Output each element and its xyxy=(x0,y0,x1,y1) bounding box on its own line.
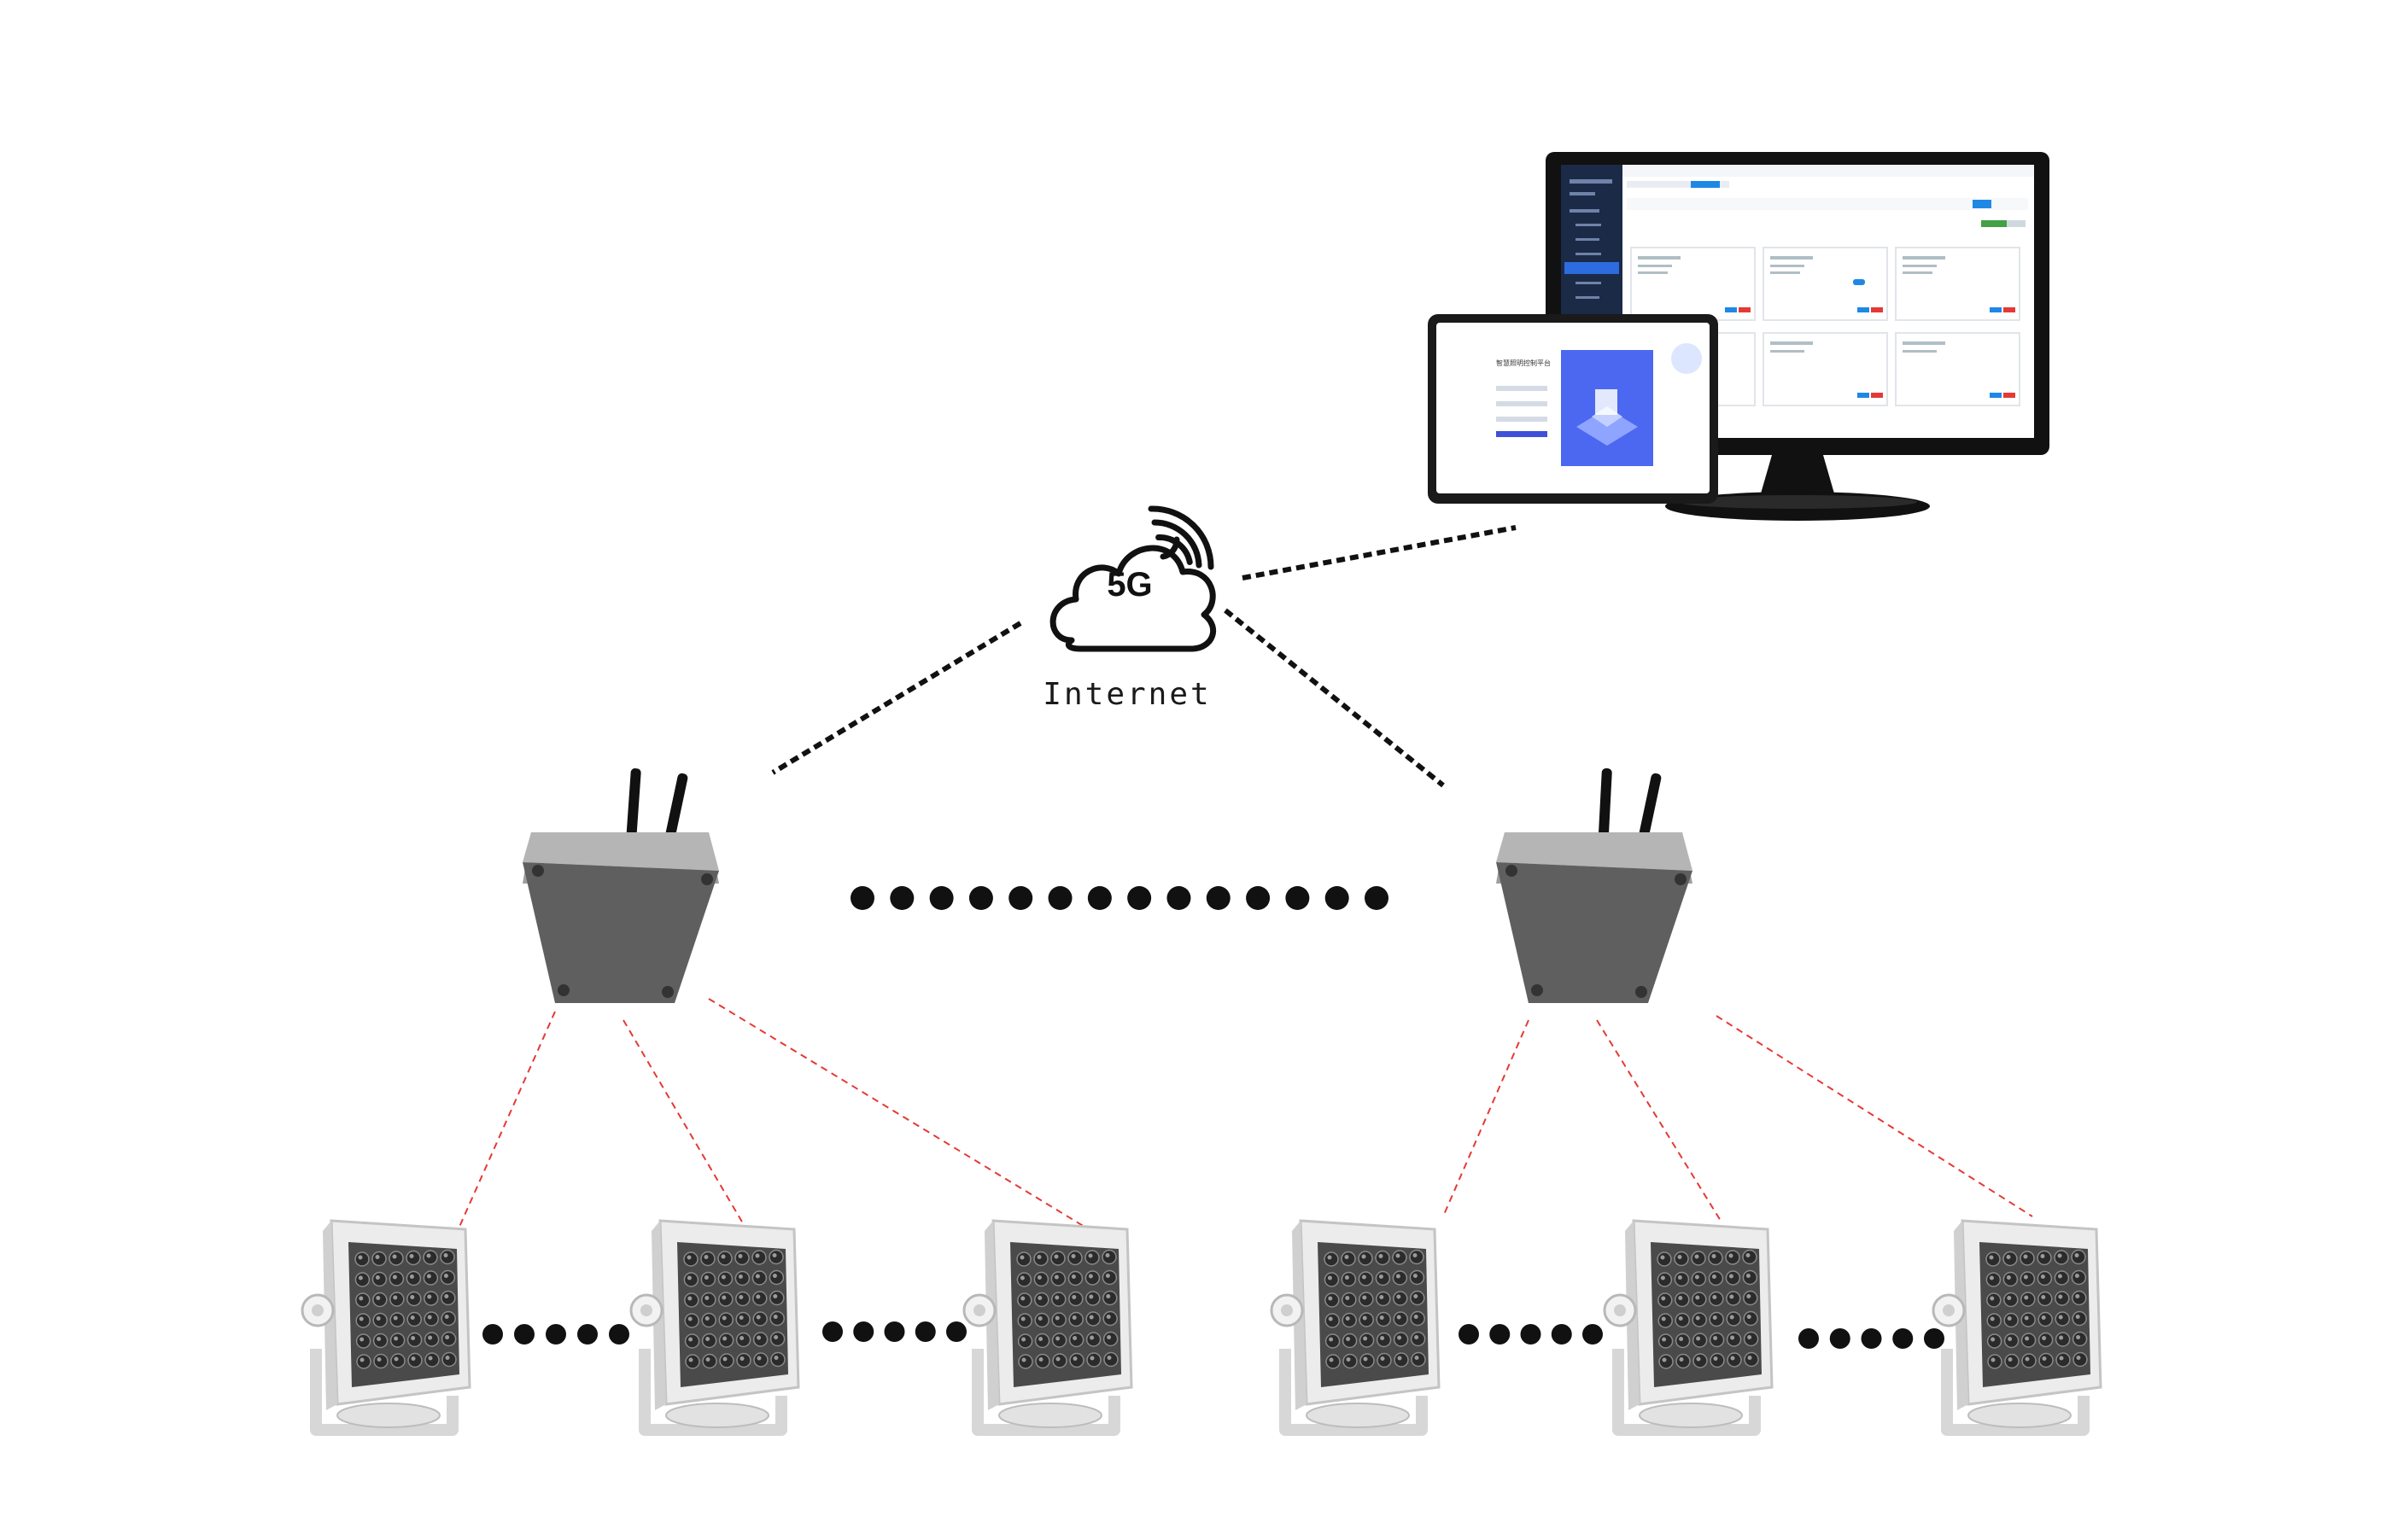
gateway-ellipsis xyxy=(851,886,1388,910)
dot xyxy=(884,1321,905,1342)
dot xyxy=(609,1324,629,1345)
ir-lamp-icon-1 xyxy=(301,1219,471,1436)
ir-lamp-icon-4 xyxy=(1270,1219,1441,1436)
gateway-device-icon-left xyxy=(523,768,719,1003)
lamp-ellipsis-right-2 xyxy=(1798,1328,1944,1349)
dot xyxy=(929,886,954,910)
dot xyxy=(1924,1328,1944,1349)
link-cloud-right-gateway xyxy=(1224,608,1445,788)
lamp-ellipsis-right-1 xyxy=(1459,1324,1603,1345)
link-left-gw-lamp-1 xyxy=(452,1011,556,1243)
link-cloud-left-gateway xyxy=(771,621,1022,775)
dot xyxy=(1798,1328,1819,1349)
link-left-gw-lamp-2 xyxy=(623,1019,752,1239)
cloud-5g-icon: 5G xyxy=(1049,545,1217,652)
ir-lamp-icon-2 xyxy=(629,1219,800,1436)
link-right-gw-lamp-2 xyxy=(1596,1019,1722,1222)
link-left-gw-lamp-3 xyxy=(708,998,1090,1230)
dot xyxy=(1285,886,1310,910)
dot xyxy=(915,1321,936,1342)
dot xyxy=(1489,1324,1511,1345)
dot xyxy=(1166,886,1191,910)
dot xyxy=(482,1324,503,1345)
dot xyxy=(1582,1324,1603,1345)
dot xyxy=(514,1324,535,1345)
dot xyxy=(1048,886,1073,910)
internet-links xyxy=(771,525,1517,788)
dot xyxy=(1365,886,1388,910)
dot xyxy=(1246,886,1271,910)
link-right-gw-lamp-3 xyxy=(1716,1015,2033,1217)
dot xyxy=(968,886,993,910)
ir-lamp-icon-3 xyxy=(962,1219,1133,1436)
ellipsis-dots xyxy=(482,886,1944,1349)
dot xyxy=(1324,886,1349,910)
dot xyxy=(546,1324,566,1345)
dot xyxy=(1829,1328,1850,1349)
dot xyxy=(851,886,874,910)
dot xyxy=(1206,886,1231,910)
lamp-ellipsis-left-1 xyxy=(482,1324,629,1345)
lamp-ellipsis-left-2 xyxy=(822,1321,967,1342)
dot xyxy=(577,1324,598,1345)
dot xyxy=(1551,1324,1572,1345)
dot xyxy=(853,1321,874,1342)
dot xyxy=(1459,1324,1479,1345)
dot xyxy=(1861,1328,1882,1349)
dot xyxy=(1087,886,1112,910)
dot xyxy=(1008,886,1033,910)
dot xyxy=(946,1321,967,1342)
link-cloud-monitor xyxy=(1242,525,1517,580)
dot xyxy=(890,886,915,910)
link-right-gw-lamp-1 xyxy=(1442,1019,1529,1217)
tablet-icon: 智慧照明控制平台 xyxy=(1428,314,1718,504)
dot xyxy=(1892,1328,1914,1349)
ir-lamp-icon-5 xyxy=(1603,1219,1774,1436)
gateway-lamp-links xyxy=(452,998,2033,1243)
dot xyxy=(822,1321,843,1342)
cloud-label: Internet xyxy=(1043,677,1211,712)
signal-waves-icon xyxy=(1148,505,1214,570)
ir-lamp-group xyxy=(301,1219,2102,1436)
dot xyxy=(1127,886,1152,910)
dot xyxy=(1520,1324,1541,1345)
cloud-badge: 5G xyxy=(1107,566,1152,604)
login-panel-title: 智慧照明控制平台 xyxy=(1496,359,1551,367)
ir-lamp-icon-6 xyxy=(1932,1219,2102,1436)
gateway-device-icon-right xyxy=(1496,768,1692,1003)
